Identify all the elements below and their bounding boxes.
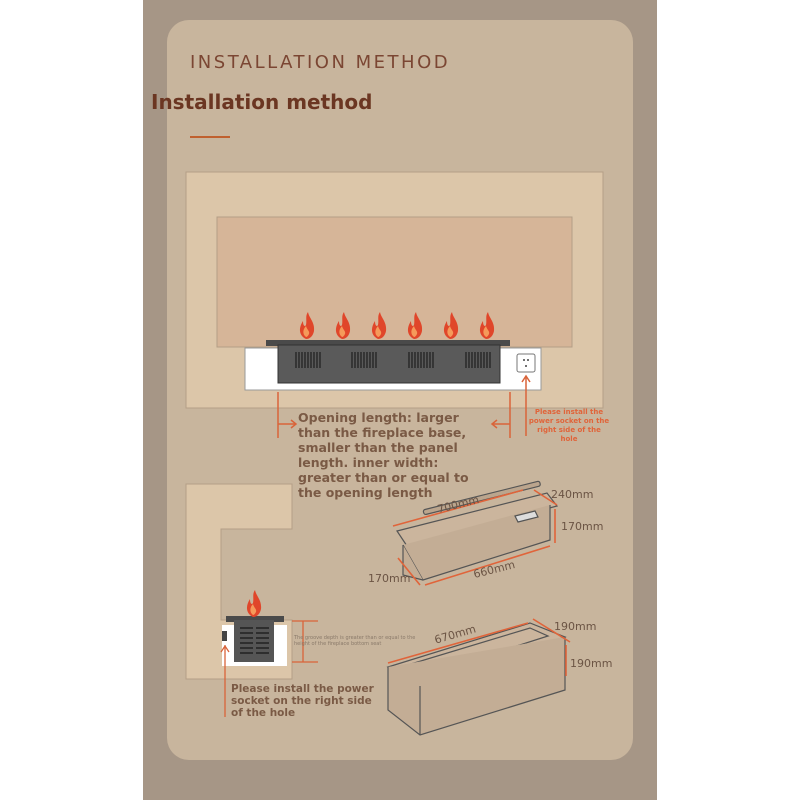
fireplace-side (234, 620, 274, 662)
fireplace-body (277, 344, 501, 384)
dim-170-left: 170mm (368, 572, 411, 585)
groove-depth-note: The groove depth is greater than or equa… (294, 635, 416, 647)
burner-drawing (396, 480, 559, 581)
dim-190-height: 190mm (570, 657, 613, 670)
socket-note-top: Please install the power socket on the r… (528, 408, 610, 443)
box-drawing (386, 622, 567, 736)
vent-grilles (295, 352, 491, 368)
page-title: INSTALLATION METHOD (190, 52, 451, 73)
title-underline (190, 136, 230, 138)
dim-240: 240mm (551, 488, 594, 501)
opening-length-note: Opening length: larger than the fireplac… (298, 410, 469, 500)
power-socket-icon (516, 353, 536, 373)
panel (216, 216, 573, 348)
socket-side (222, 631, 227, 641)
page-subtitle: Installation method (151, 90, 373, 114)
dim-170-right: 170mm (561, 520, 604, 533)
dim-190-width: 190mm (554, 620, 597, 633)
socket-note-side: Please install the power socket on the r… (231, 683, 374, 719)
fireplace-lip (266, 340, 510, 346)
opening-arrows (277, 374, 531, 438)
flame-icon (246, 590, 262, 617)
